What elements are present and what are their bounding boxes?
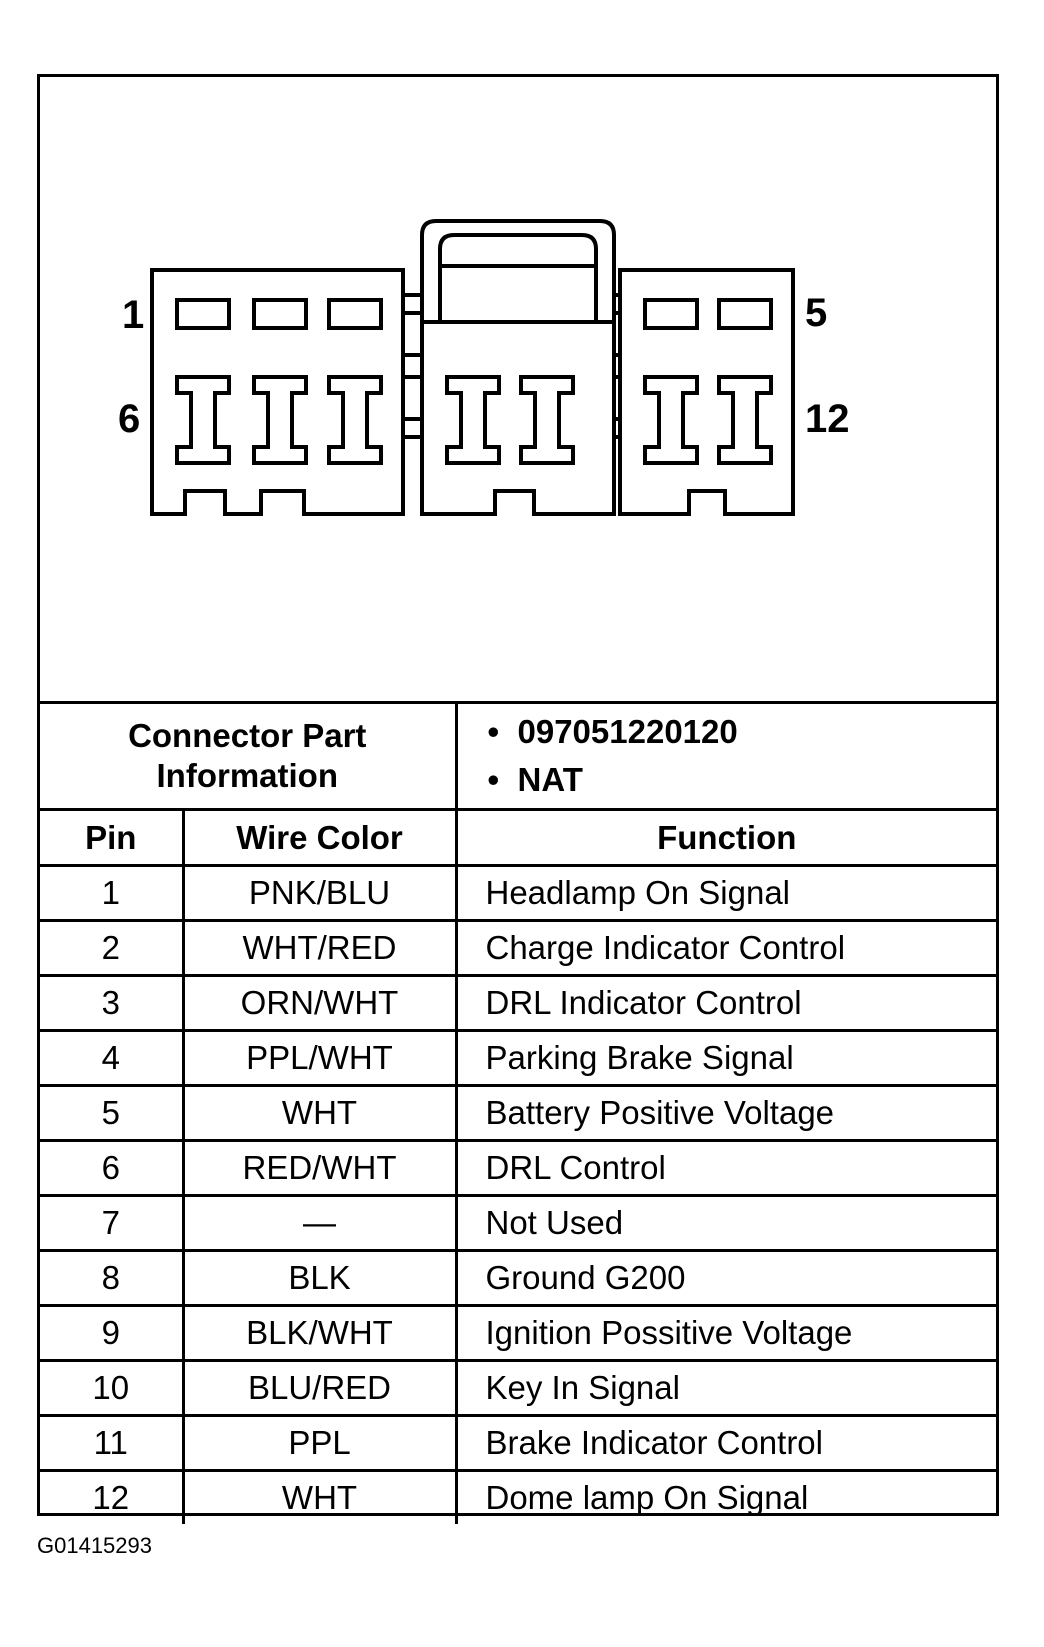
function-cell: Battery Positive Voltage xyxy=(454,1084,996,1142)
function-cell: Charge Indicator Control xyxy=(454,919,996,977)
part-info-label: Connector Part Information xyxy=(40,701,458,811)
function-cell: Ignition Possitive Voltage xyxy=(454,1304,996,1362)
part-info-list: 097051220120 NAT xyxy=(454,701,997,811)
part-material: NAT xyxy=(488,756,997,804)
pin-cell: 5 xyxy=(40,1084,185,1142)
wire-color-cell: WHT xyxy=(181,1469,458,1524)
pin-label-12: 12 xyxy=(805,397,850,441)
pin-label-6: 6 xyxy=(118,397,141,441)
wire-color-cell: PNK/BLU xyxy=(181,864,458,922)
terminal-cavity xyxy=(643,375,699,465)
connector-face-drawing xyxy=(150,219,795,516)
pin-cell: 11 xyxy=(40,1414,185,1472)
connector-diagram: 1 5 6 12 xyxy=(40,77,996,704)
pin-cell: 10 xyxy=(40,1359,185,1417)
table-row: 7—Not Used xyxy=(40,1194,996,1252)
wire-color-cell: — xyxy=(181,1194,458,1252)
terminal-cavity xyxy=(327,375,383,465)
pin-cell: 6 xyxy=(40,1139,185,1197)
cavity-4 xyxy=(643,298,699,330)
pin-cell: 12 xyxy=(40,1469,185,1524)
latch xyxy=(420,219,616,322)
part-info-label-line2: Information xyxy=(156,757,338,794)
function-cell: DRL Indicator Control xyxy=(454,974,996,1032)
table-header-row: Pin Wire Color Function xyxy=(40,808,996,867)
wire-color-cell: WHT xyxy=(181,1084,458,1142)
center-housing xyxy=(420,320,616,516)
wire-color-cell: BLU/RED xyxy=(181,1359,458,1417)
terminal-cavity xyxy=(175,375,231,465)
terminal-cavity xyxy=(717,375,773,465)
function-cell: Brake Indicator Control xyxy=(454,1414,996,1472)
header-pin: Pin xyxy=(40,808,185,867)
function-cell: DRL Control xyxy=(454,1139,996,1197)
pin-cell: 9 xyxy=(40,1304,185,1362)
pin-cell: 1 xyxy=(40,864,185,922)
pin-cell: 8 xyxy=(40,1249,185,1307)
cavity-3 xyxy=(327,298,383,330)
pin-cell: 7 xyxy=(40,1194,185,1252)
figure-id: G01415293 xyxy=(37,1533,152,1558)
pin-label-1: 1 xyxy=(122,293,145,337)
header-wire-color: Wire Color xyxy=(181,808,458,867)
function-cell: Not Used xyxy=(454,1194,996,1252)
right-housing xyxy=(618,268,795,516)
left-housing xyxy=(150,268,405,516)
pin-label-5: 5 xyxy=(805,291,828,335)
pin-cell: 3 xyxy=(40,974,185,1032)
terminal-cavity xyxy=(445,375,501,465)
wire-color-cell: BLK/WHT xyxy=(181,1304,458,1362)
function-cell: Dome lamp On Signal xyxy=(454,1469,996,1524)
cavity-5 xyxy=(717,298,773,330)
terminal-cavity xyxy=(252,375,308,465)
pin-cell: 2 xyxy=(40,919,185,977)
wire-color-cell: ORN/WHT xyxy=(181,974,458,1032)
wire-color-cell: PPL/WHT xyxy=(181,1029,458,1087)
part-number: 097051220120 xyxy=(488,708,997,756)
function-cell: Ground G200 xyxy=(454,1249,996,1307)
pin-cell: 4 xyxy=(40,1029,185,1087)
header-function: Function xyxy=(454,808,996,867)
function-cell: Parking Brake Signal xyxy=(454,1029,996,1087)
part-info-row: Connector Part Information 097051220120 … xyxy=(40,701,997,811)
function-cell: Key In Signal xyxy=(454,1359,996,1417)
cavity-2 xyxy=(252,298,308,330)
cavity-1 xyxy=(175,298,231,330)
wire-color-cell: WHT/RED xyxy=(181,919,458,977)
connector-figure-frame: 1 5 6 12 Connector Part Information 0970… xyxy=(37,74,999,1524)
wire-color-cell: PPL xyxy=(181,1414,458,1472)
wire-color-cell: RED/WHT xyxy=(181,1139,458,1197)
latch-inner xyxy=(438,233,598,322)
wire-color-cell: BLK xyxy=(181,1249,458,1307)
part-info-label-line1: Connector Part xyxy=(128,717,367,754)
pinout-table: Connector Part Information 097051220120 … xyxy=(40,701,996,1524)
terminal-cavity xyxy=(519,375,575,465)
function-cell: Headlamp On Signal xyxy=(454,864,996,922)
